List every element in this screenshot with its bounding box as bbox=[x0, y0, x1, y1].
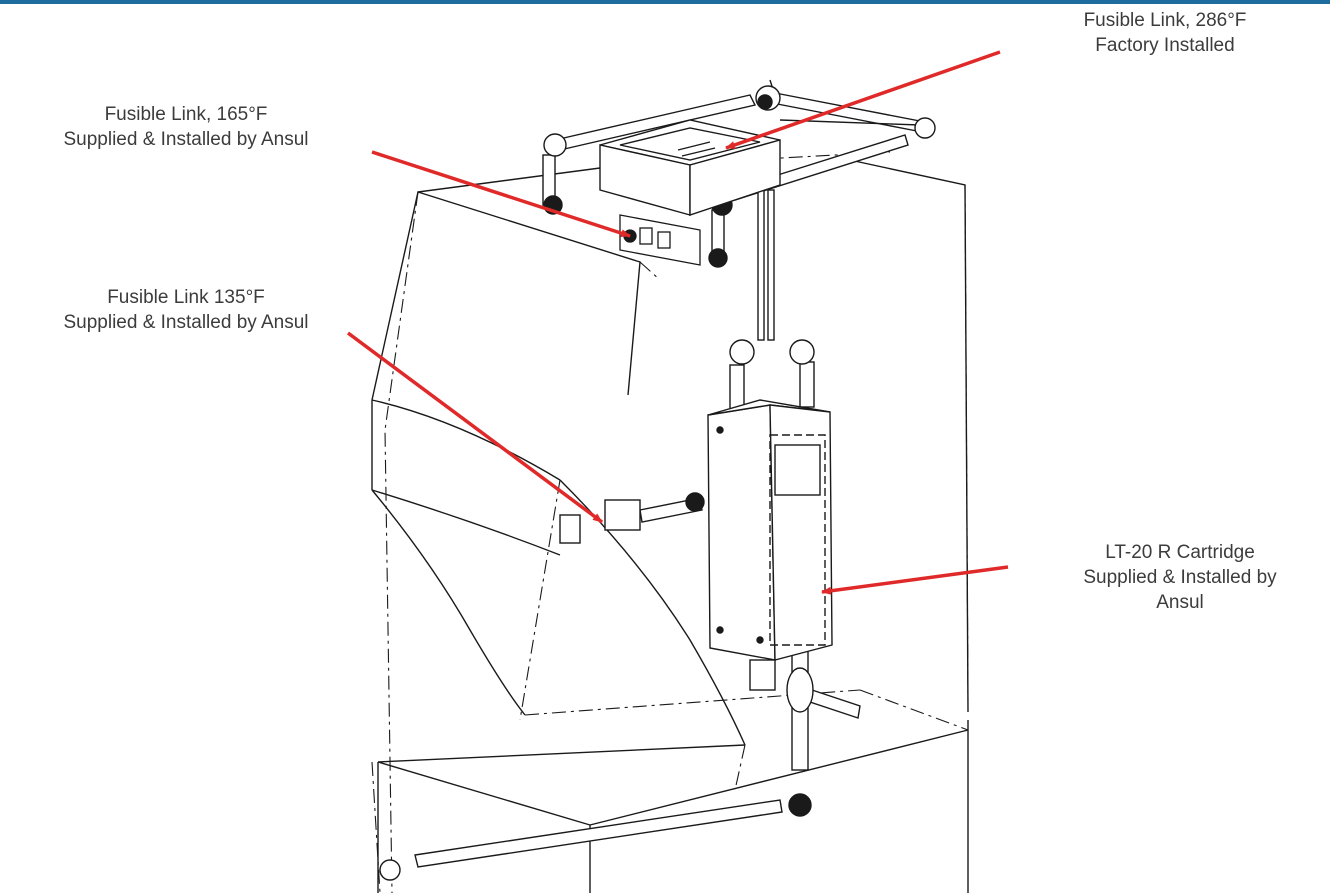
callout-lt20-line3: Ansul bbox=[1156, 592, 1204, 613]
callout-135-line2: Supplied & Installed by Ansul bbox=[63, 312, 309, 333]
callout-286-line1: Fusible Link, 286°F bbox=[1083, 10, 1247, 31]
callout-165-line1: Fusible Link, 165°F bbox=[104, 104, 268, 125]
link-bracket-165 bbox=[619, 214, 701, 266]
hood-outline bbox=[371, 159, 969, 893]
callout-165-line2: Supplied & Installed by Ansul bbox=[63, 129, 309, 150]
callout-fusible-link-135: Fusible Link 135°F Supplied & Installed … bbox=[0, 285, 372, 335]
control-unit bbox=[559, 399, 833, 691]
leader-arrows bbox=[346, 50, 1009, 595]
hidden-lines bbox=[371, 151, 969, 893]
arrow-135 bbox=[346, 331, 604, 524]
arrow-lt20 bbox=[821, 565, 1009, 595]
detector-housing bbox=[599, 119, 781, 216]
callout-fusible-link-165: Fusible Link, 165°F Supplied & Installed… bbox=[0, 102, 372, 152]
arrow-286 bbox=[725, 50, 1001, 150]
callout-lt20-cartridge: LT-20 R Cartridge Supplied & Installed b… bbox=[1030, 540, 1330, 615]
piping bbox=[414, 79, 926, 868]
callout-lt20-line2: Supplied & Installed by bbox=[1083, 567, 1277, 588]
callout-lt20-line1: LT-20 R Cartridge bbox=[1105, 542, 1255, 563]
arrow-165 bbox=[371, 150, 631, 238]
top-rule bbox=[0, 0, 1330, 4]
callout-135-line1: Fusible Link 135°F bbox=[107, 287, 265, 308]
callout-286-line2: Factory Installed bbox=[1095, 35, 1235, 56]
callout-fusible-link-286: Fusible Link, 286°F Factory Installed bbox=[1000, 8, 1330, 58]
